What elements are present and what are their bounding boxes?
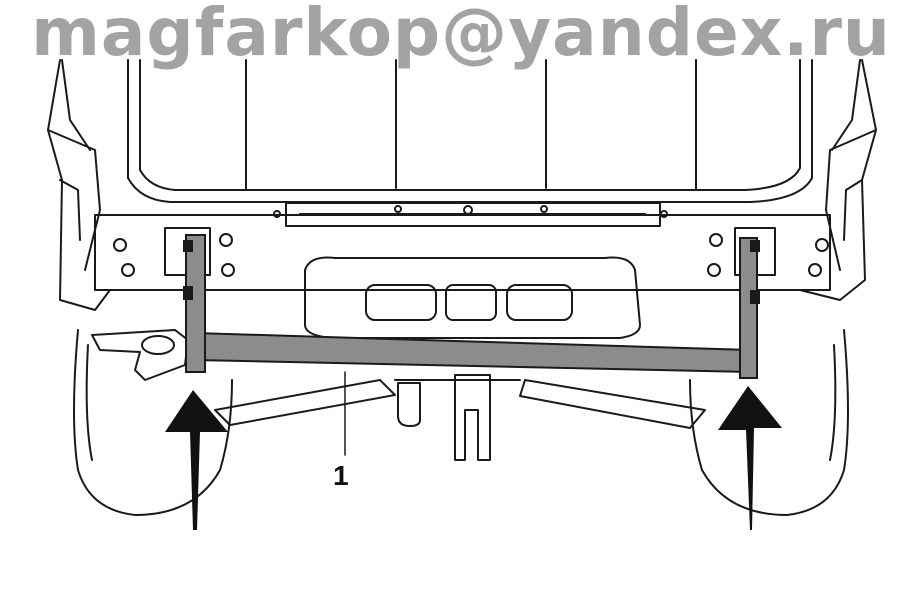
left-mount-bracket: [164, 227, 211, 276]
rear-axle: [214, 379, 396, 426]
right-wheel: [689, 329, 849, 516]
callout-label-1: 1: [333, 460, 349, 491]
up-arrow-icon: [718, 386, 782, 530]
towbar-right-bracket: [739, 237, 758, 379]
up-arrow-icon: [165, 390, 228, 530]
watermark-text: magfarkop@yandex.ru: [31, 0, 891, 71]
right-pillar: [825, 129, 877, 271]
exhaust-pipe: [91, 329, 189, 381]
hitch-mount: [454, 374, 491, 461]
left-wheel: [73, 329, 233, 516]
left-pillar: [47, 129, 101, 271]
tailgate-opening: [139, 59, 801, 191]
arrow-group: [165, 386, 782, 530]
right-mount-bracket: [734, 227, 776, 276]
center-recess: [304, 256, 641, 339]
towbar-left-bracket: [185, 234, 206, 373]
